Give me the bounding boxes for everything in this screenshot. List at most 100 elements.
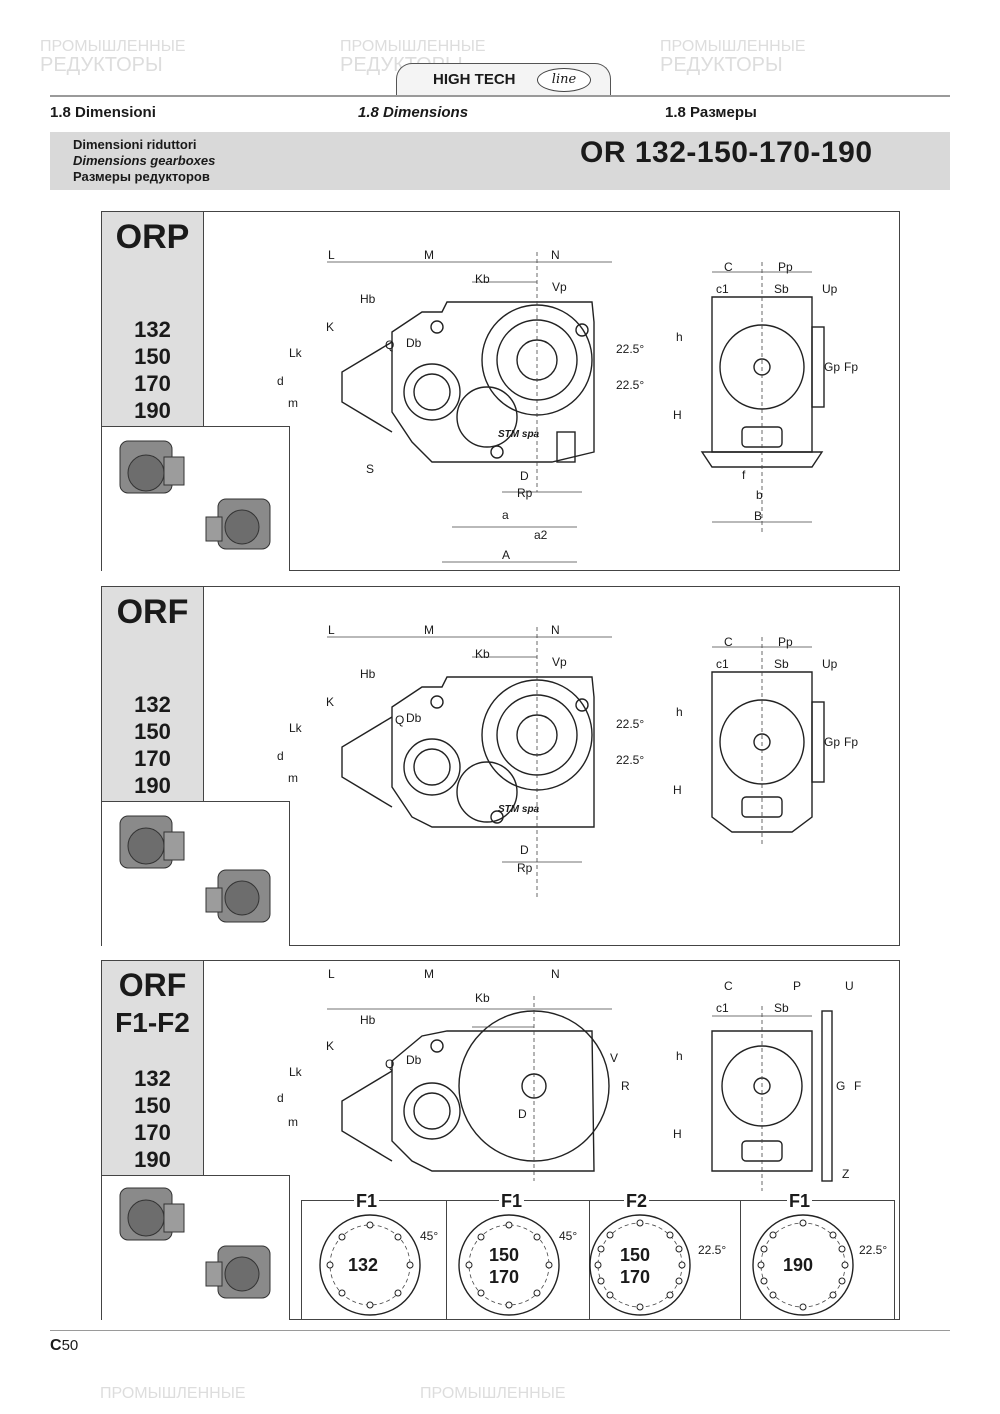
size-item: 190 [134, 1147, 171, 1172]
dim-label-D: D [520, 469, 529, 483]
flange-drawing [319, 1214, 421, 1316]
stm-stamp: STM spa [498, 804, 540, 815]
flange-angle: 22.5° [698, 1243, 727, 1257]
size-list: 132 150 170 190 [102, 316, 203, 424]
dim-label-N: N [551, 248, 560, 262]
dim-label-M: M [424, 623, 434, 637]
flange-drawing [589, 1214, 691, 1316]
flange-cell: F1 150 170 45° [447, 1191, 590, 1319]
flange-size: 170 [489, 1267, 520, 1287]
brand-oval-logo: line [537, 68, 591, 92]
dim-label-U: U [845, 979, 854, 993]
dim-label-K: K [326, 1039, 335, 1053]
flange-cell: F1 190 22.5° [741, 1191, 893, 1319]
title-band [50, 132, 950, 190]
dim-label-Q: Q [395, 713, 405, 727]
flange-angle: 45° [420, 1229, 439, 1243]
dim-label-Q: Q [385, 338, 395, 352]
dim-label-H: H [673, 1127, 682, 1141]
gearbox-photo [119, 815, 271, 923]
panel-subtitle: F1-F2 [115, 1007, 190, 1038]
angle-label: 22.5° [616, 717, 645, 731]
page-letter: C [50, 1337, 62, 1354]
dim-label-Hb: Hb [360, 1013, 376, 1027]
size-list: 132 150 170 190 [102, 691, 203, 799]
dim-label-S: S [366, 462, 375, 476]
flange-angle: 45° [559, 1229, 578, 1243]
dim-label-H: H [673, 408, 682, 422]
dim-label-Db: Db [406, 336, 422, 350]
dim-label-C: C [724, 979, 733, 993]
dim-label-c1: c1 [716, 1001, 729, 1015]
watermark: ПРОМЫШЛЕННЫЕ [420, 1385, 566, 1403]
size-item: 170 [134, 746, 171, 771]
dim-label-M: M [424, 967, 434, 981]
angle-label: 22.5° [616, 378, 645, 392]
dim-label-h: h [676, 1049, 683, 1063]
flange-drawing [458, 1214, 560, 1316]
size-item: 170 [134, 1120, 171, 1145]
dim-label-c1: c1 [716, 657, 729, 671]
dim-label-Fp: Fp [844, 735, 859, 749]
section-title-it: 1.8 Dimensioni [50, 104, 156, 121]
watermark-line1: ПРОМЫШЛЕННЫЕ [340, 38, 486, 55]
dim-label-a: a [502, 508, 509, 522]
dim-label-Z: Z [842, 1167, 850, 1181]
dim-label-Vp: Vp [552, 655, 567, 669]
size-item: 170 [134, 371, 171, 396]
dim-label-Up: Up [822, 657, 838, 671]
dim-label-C: C [724, 635, 733, 649]
band-line-en: Dimensions gearboxes [73, 153, 216, 168]
dim-label-Hb: Hb [360, 667, 376, 681]
gearbox-photo [119, 1187, 271, 1299]
dim-label-C: C [724, 260, 733, 274]
dim-label-m: m [288, 396, 298, 410]
dim-label-d: d [277, 374, 284, 388]
dim-label-A: A [502, 548, 511, 562]
dim-label-Q: Q [385, 1057, 395, 1071]
flange-tag: F1 [354, 1191, 380, 1212]
size-item: 150 [134, 344, 171, 369]
dim-label-L: L [328, 248, 335, 262]
dim-label-N: N [551, 967, 560, 981]
dim-label-Gp: Gp [824, 735, 841, 749]
gearbox-photo [119, 440, 271, 550]
dim-label-Rp: Rp [517, 486, 533, 500]
page-number: C50 [50, 1337, 78, 1355]
watermark: ПРОМЫШЛЕННЫЕ РЕДУКТОРЫ [660, 38, 806, 76]
flange-angle: 22.5° [859, 1243, 888, 1257]
size-item: 190 [134, 773, 171, 798]
dim-label-Db: Db [406, 711, 422, 725]
watermark-line1: ПРОМЫШЛЕННЫЕ [40, 38, 186, 55]
product-photo-box [102, 1175, 290, 1320]
flange-size: 190 [783, 1255, 814, 1275]
brand-name: HIGH TECH [433, 71, 516, 88]
watermark-line1: ПРОМЫШЛЕННЫЕ [420, 1385, 566, 1402]
model-title: OR 132-150-170-190 [580, 136, 873, 169]
panel-orf: ORF 132 150 170 190 [101, 586, 900, 946]
dim-label-b: b [756, 488, 763, 502]
dim-label-L: L [328, 623, 335, 637]
dim-label-Hb: Hb [360, 292, 376, 306]
dim-label-N: N [551, 623, 560, 637]
size-list: 132 150 170 190 [102, 1065, 203, 1173]
flange-cell: F1 132 45° [302, 1191, 447, 1319]
dim-label-G: G [836, 1079, 846, 1093]
page-digits: 50 [61, 1337, 79, 1354]
dim-label-Lk: Lk [289, 346, 302, 360]
dimension-drawing [327, 252, 825, 563]
size-item: 150 [134, 719, 171, 744]
flange-size: 170 [620, 1267, 651, 1287]
dim-label-h: h [676, 330, 683, 344]
band-line-ru: Размеры редукторов [73, 169, 210, 184]
watermark-line2: РЕДУКТОРЫ [660, 54, 783, 76]
dim-label-Kb: Kb [475, 647, 490, 661]
dim-label-d: d [277, 1091, 284, 1105]
watermark-line1: ПРОМЫШЛЕННЫЕ [100, 1385, 246, 1402]
dim-label-D: D [518, 1107, 527, 1121]
dim-label-f: f [742, 468, 746, 482]
dim-label-Kb: Kb [475, 991, 490, 1005]
flange-tag: F2 [624, 1191, 650, 1212]
panel-title: ORF [116, 593, 189, 631]
dim-label-Gp: Gp [824, 360, 841, 374]
